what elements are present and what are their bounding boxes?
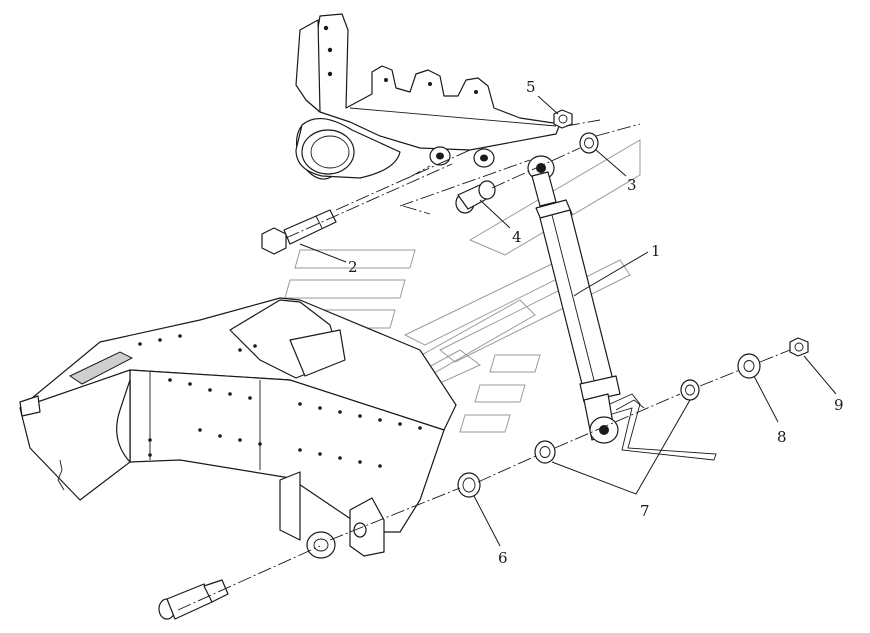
tilt-cylinder-part-1 [527,155,717,461]
callout-leaders [299,95,837,547]
callout-labels: 1 2 3 4 5 6 7 8 9 [348,78,844,567]
callout-2: 2 [348,258,358,276]
frame-hole-pattern [138,334,422,468]
callout-8: 8 [777,428,787,446]
callout-7: 7 [640,502,650,520]
bolt-part-2 [261,209,337,255]
callout-1: 1 [651,242,661,260]
washer-part-8 [737,353,761,379]
callout-5: 5 [526,78,536,96]
main-frame-beam [19,297,457,557]
washer-part-7-upper [680,379,700,401]
nut-part-5 [553,109,573,129]
callout-6: 6 [498,549,508,567]
callout-3: 3 [627,176,637,194]
nut-part-9 [789,337,809,357]
callout-4: 4 [512,228,522,246]
assembly-centerlines [177,119,791,611]
pivot-pin [158,531,336,620]
callout-9: 9 [834,396,844,414]
bushing-part-4 [455,180,496,214]
bushing-part-6 [457,472,481,498]
upper-mounting-bracket [295,13,561,180]
washer-part-7-lower [534,440,556,464]
washer-part-3 [579,132,599,154]
